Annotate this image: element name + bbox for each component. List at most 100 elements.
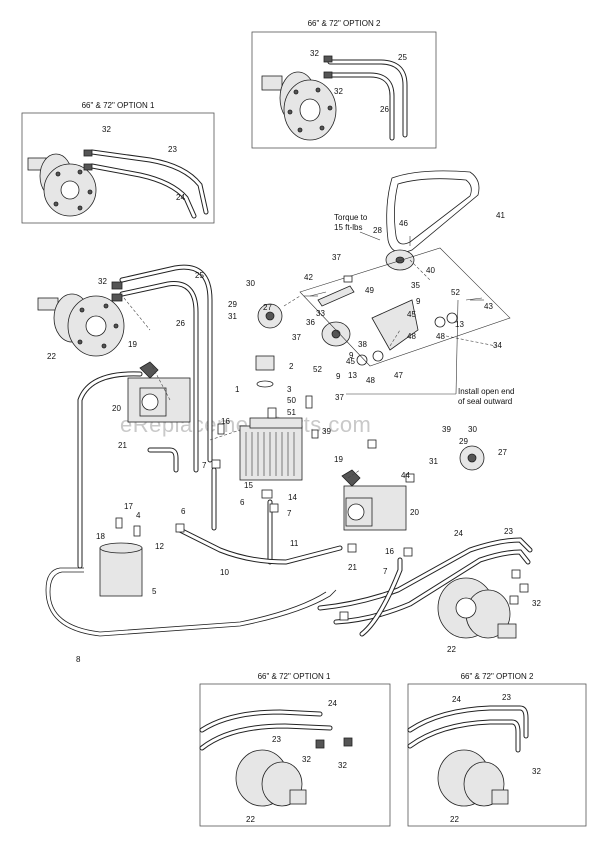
return-line bbox=[45, 567, 337, 637]
callout-32: 32 bbox=[334, 87, 343, 96]
callout-23: 23 bbox=[502, 693, 511, 702]
callout-37: 37 bbox=[292, 333, 301, 342]
callout-33: 33 bbox=[316, 309, 325, 318]
hydraulic-pump-right bbox=[341, 469, 407, 531]
callout-26: 26 bbox=[380, 105, 389, 114]
hydraulic-reservoir bbox=[239, 407, 303, 481]
callout-18: 18 bbox=[96, 532, 105, 541]
callout-22: 22 bbox=[246, 815, 255, 824]
option-box-left: 66" & 72" OPTION 1 32 23 24 bbox=[21, 101, 215, 224]
callout-51: 51 bbox=[287, 408, 296, 417]
callout-32: 32 bbox=[338, 761, 347, 770]
callout-23: 23 bbox=[272, 735, 281, 744]
callout-2: 2 bbox=[289, 362, 294, 371]
leader-lines bbox=[123, 259, 497, 479]
callout-32: 32 bbox=[310, 49, 319, 58]
callout-13: 13 bbox=[348, 371, 357, 380]
callout-36: 36 bbox=[306, 318, 315, 327]
option-box-top-title: 66" & 72" OPTION 2 bbox=[308, 19, 381, 28]
callout-20: 20 bbox=[112, 404, 121, 413]
callout-46: 46 bbox=[399, 219, 408, 228]
callout-24: 24 bbox=[176, 193, 185, 202]
torque-note-line2: 15 ft-lbs bbox=[334, 223, 362, 232]
callout-7: 7 bbox=[383, 567, 388, 576]
callout-26: 26 bbox=[176, 319, 185, 328]
callout-35: 35 bbox=[411, 281, 420, 290]
option-box-top: 66" & 72" OPTION 2 32 32 25 26 bbox=[251, 19, 437, 149]
callout-28: 28 bbox=[373, 226, 382, 235]
reservoir-cap bbox=[255, 355, 275, 388]
callout-23: 23 bbox=[504, 527, 513, 536]
callout-22: 22 bbox=[47, 352, 56, 361]
option-box-bottom-left-title: 66" & 72" OPTION 1 bbox=[258, 672, 331, 681]
callout-6: 6 bbox=[240, 498, 245, 507]
callout-42: 42 bbox=[304, 273, 313, 282]
drive-pulley bbox=[385, 249, 415, 271]
option-box-bottom-left: 66" & 72" OPTION 1 24 23 32 32 22 bbox=[199, 672, 391, 827]
callout-19: 19 bbox=[128, 340, 137, 349]
callout-45: 45 bbox=[346, 357, 355, 366]
callout-21: 21 bbox=[118, 441, 127, 450]
callout-23: 23 bbox=[168, 145, 177, 154]
callout-32: 32 bbox=[98, 277, 107, 286]
wheel-motor bbox=[27, 153, 97, 217]
torque-note-line1: Torque to bbox=[334, 213, 368, 222]
callout-37: 37 bbox=[335, 393, 344, 402]
callout-13: 13 bbox=[455, 320, 464, 329]
option-box-bottom-right-title: 66" & 72" OPTION 2 bbox=[461, 672, 534, 681]
wheel-motor-left bbox=[37, 293, 125, 357]
callout-25: 25 bbox=[195, 271, 204, 280]
idler-pulley bbox=[459, 445, 485, 471]
wheel-motor-right bbox=[437, 577, 517, 639]
callout-32: 32 bbox=[302, 755, 311, 764]
callout-29: 29 bbox=[228, 300, 237, 309]
callout-5: 5 bbox=[152, 587, 157, 596]
callout-43: 43 bbox=[484, 302, 493, 311]
callout-12: 12 bbox=[155, 542, 164, 551]
callout-37: 37 bbox=[332, 253, 341, 262]
callout-31: 31 bbox=[429, 457, 438, 466]
callout-30: 30 bbox=[468, 425, 477, 434]
callout-25: 25 bbox=[398, 53, 407, 62]
callout-39: 39 bbox=[442, 425, 451, 434]
callout-48: 48 bbox=[436, 332, 445, 341]
wheel-motor bbox=[261, 71, 337, 141]
small-fittings bbox=[83, 55, 529, 621]
callout-7: 7 bbox=[287, 509, 292, 518]
callout-4: 4 bbox=[136, 511, 141, 520]
callout-27: 27 bbox=[498, 448, 507, 457]
callout-8: 8 bbox=[76, 655, 81, 664]
main-callouts: 1 2 3 4 5 6 6 7 7 7 8 9 9 10 11 12 13 13… bbox=[47, 211, 541, 664]
callout-49: 49 bbox=[365, 286, 374, 295]
callout-16: 16 bbox=[385, 547, 394, 556]
callout-11: 11 bbox=[290, 539, 299, 548]
wheel-motor bbox=[235, 749, 307, 807]
callout-9: 9 bbox=[336, 372, 341, 381]
wheel-motor bbox=[437, 749, 509, 807]
callout-6: 6 bbox=[181, 507, 186, 516]
callout-15: 15 bbox=[244, 481, 253, 490]
callout-24: 24 bbox=[452, 695, 461, 704]
option-box-bottom-right: 66" & 72" OPTION 2 24 23 32 22 bbox=[407, 672, 587, 827]
callout-30: 30 bbox=[246, 279, 255, 288]
callout-21: 21 bbox=[348, 563, 357, 572]
idler-arm-assembly bbox=[304, 285, 484, 366]
callout-17: 17 bbox=[124, 502, 133, 511]
callout-3: 3 bbox=[287, 385, 292, 394]
callout-44: 44 bbox=[401, 471, 410, 480]
callout-39: 39 bbox=[322, 427, 331, 436]
callout-48: 48 bbox=[407, 332, 416, 341]
callout-29: 29 bbox=[459, 437, 468, 446]
callout-16: 16 bbox=[221, 417, 230, 426]
callout-27: 27 bbox=[263, 303, 272, 312]
callout-32: 32 bbox=[532, 767, 541, 776]
callout-45: 45 bbox=[407, 310, 416, 319]
option-box-left-title: 66" & 72" OPTION 1 bbox=[82, 101, 155, 110]
callout-47: 47 bbox=[394, 371, 403, 380]
drive-belt bbox=[386, 170, 480, 253]
callout-40: 40 bbox=[426, 266, 435, 275]
callout-19: 19 bbox=[334, 455, 343, 464]
callout-50: 50 bbox=[287, 396, 296, 405]
callout-20: 20 bbox=[410, 508, 419, 517]
